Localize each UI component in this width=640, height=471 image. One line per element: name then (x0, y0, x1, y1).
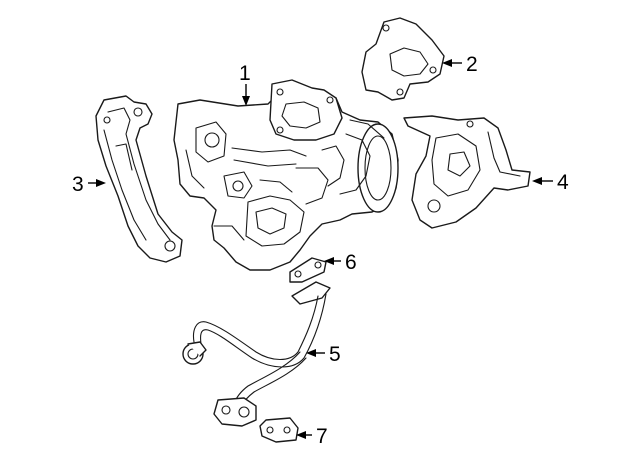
callout-5: 5 (306, 343, 341, 366)
part-5-oil-tube (182, 281, 331, 427)
callout-2-label: 2 (466, 53, 478, 76)
callout-3-label: 3 (72, 173, 84, 196)
callout-4: 4 (532, 171, 569, 194)
arrowhead-1 (242, 96, 250, 106)
callout-2: 2 (442, 53, 478, 76)
arrowhead-5 (306, 349, 316, 357)
part-3-bracket (95, 95, 183, 263)
part-2-heat-shield (361, 17, 445, 101)
callout-6-label: 6 (345, 251, 357, 274)
part-7-gasket (259, 417, 299, 443)
part-6-gasket (289, 257, 327, 283)
callout-4-label: 4 (557, 171, 569, 194)
arrowhead-3 (96, 179, 106, 187)
callout-7: 7 (296, 425, 328, 448)
arrowhead-7 (296, 431, 306, 439)
callout-7-label: 7 (316, 425, 328, 448)
callout-1: 1 (239, 62, 251, 106)
arrowhead-6 (324, 257, 334, 265)
part-1-turbocharger (173, 79, 399, 271)
callout-5-label: 5 (329, 343, 341, 366)
callout-6: 6 (324, 251, 357, 274)
arrowhead-4 (532, 177, 542, 185)
part-4-heat-shield (403, 115, 531, 229)
callout-3: 3 (72, 173, 106, 196)
arrowhead-2 (442, 59, 452, 67)
callout-1-label: 1 (239, 62, 251, 85)
